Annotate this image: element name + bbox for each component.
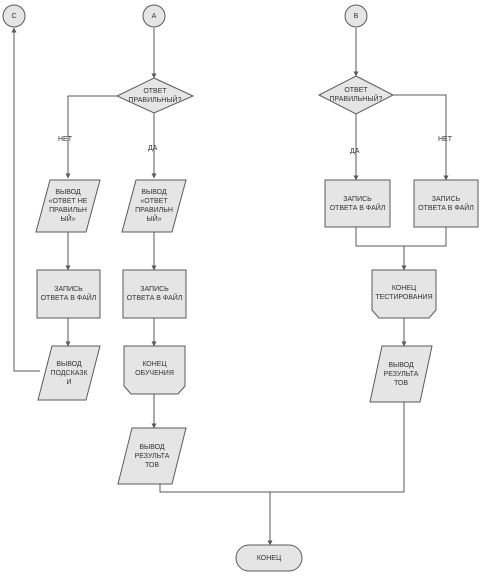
end-testing [371, 269, 437, 319]
process-save-left [36, 269, 101, 319]
edge-results-mid-to-merge [159, 484, 270, 493]
end-learning [123, 345, 186, 395]
edge-decision-a-no [65, 95, 117, 179]
edge-hint-to-c [11, 27, 40, 372]
io-results-mid [117, 427, 187, 485]
process-save-b-no [413, 179, 479, 228]
terminal-end [235, 544, 303, 572]
io-wrong-answer [35, 179, 101, 233]
edge-label-b-no: НЕТ [438, 136, 452, 143]
decision-b [317, 75, 395, 115]
decision-a [115, 77, 195, 114]
io-hint [37, 345, 101, 401]
io-results-right [369, 345, 433, 403]
connector-a [142, 4, 166, 28]
edge-decision-b-no [393, 94, 449, 181]
edge-label-a-no: НЕТ [58, 136, 72, 143]
edge-results-right-to-merge [270, 402, 405, 493]
connector-c [2, 4, 26, 28]
io-right-answer [121, 179, 187, 233]
process-save-mid [122, 269, 187, 319]
process-save-b-yes [324, 179, 391, 228]
edge-save-b-yes-merge [355, 227, 404, 247]
edge-label-b-yes: ДА [350, 148, 360, 155]
edge-save-b-no-merge [404, 227, 447, 247]
edge-label-a-yes: ДА [148, 145, 158, 152]
connector-b [344, 4, 368, 28]
